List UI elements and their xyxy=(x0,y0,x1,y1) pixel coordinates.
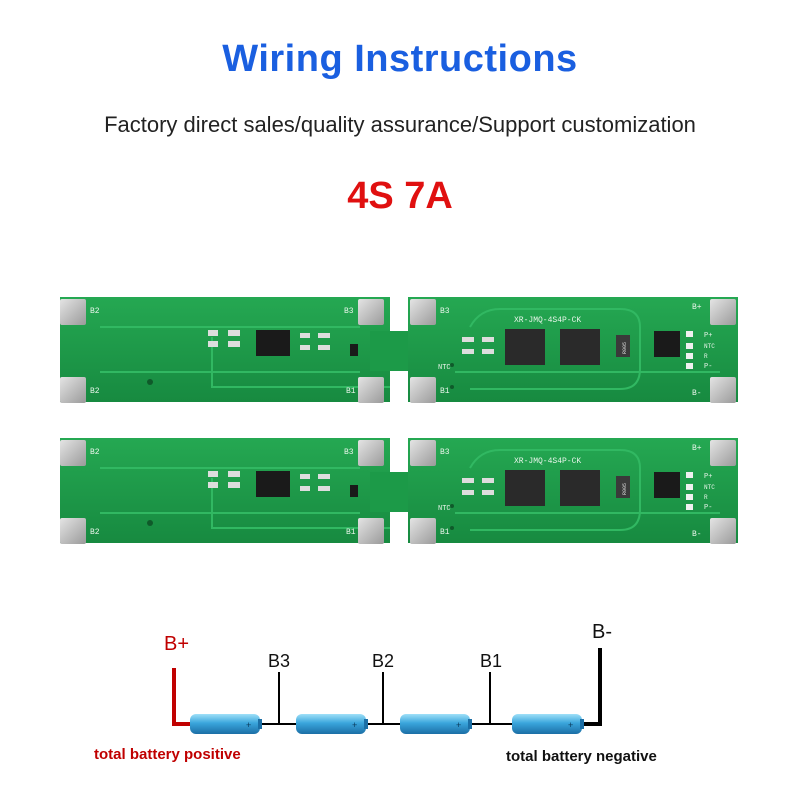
pad-label-b2: B2 xyxy=(90,528,100,537)
label-b2: B2 xyxy=(372,651,394,671)
conn-label-ntc: NTC xyxy=(704,343,715,350)
conn-label-pminus: P- xyxy=(704,504,712,512)
svg-text:+: + xyxy=(456,720,461,730)
pad-label-ntc: NTC xyxy=(438,364,451,372)
pad-label-b1: B1 xyxy=(440,387,450,396)
svg-text:+: + xyxy=(246,720,251,730)
negative-caption: total battery negative xyxy=(506,748,657,765)
board-model-label: XR-JMQ-4S4P-CK xyxy=(514,457,581,466)
pad-label-bplus: B+ xyxy=(692,444,702,453)
pcb-board-bottom: XR-JMQ-4S4P-CK B2 B2 B3 B3 B1 B1 NTC B+ … xyxy=(59,437,739,545)
svg-text:+: + xyxy=(568,720,573,730)
spec-label: 4S 7A xyxy=(347,175,453,217)
resistor-label: R005 xyxy=(622,342,628,354)
pad-label-b1: B1 xyxy=(346,387,356,396)
pad-label-b1: B1 xyxy=(440,528,450,537)
pad-label-bminus: B- xyxy=(692,389,702,398)
svg-text:+: + xyxy=(352,720,357,730)
pad-label-b3: B3 xyxy=(344,448,354,457)
conn-label-pplus: P+ xyxy=(704,473,712,481)
pad-label-b2: B2 xyxy=(90,307,100,316)
battery-cell: + xyxy=(296,714,368,734)
pcb-board-top: XR-JMQ-4S4P-CK B2 B2 B3 B3 B1 B1 NTC B+ … xyxy=(59,296,739,404)
label-b-plus: B+ xyxy=(164,633,189,655)
pad-label-b3: B3 xyxy=(344,307,354,316)
pad-label-b3: B3 xyxy=(440,448,450,457)
conn-label-r: R xyxy=(704,353,708,360)
pad-label-b3: B3 xyxy=(440,307,450,316)
board-model-label: XR-JMQ-4S4P-CK xyxy=(514,316,581,325)
positive-wire xyxy=(172,668,190,726)
page-subtitle: Factory direct sales/quality assurance/S… xyxy=(104,112,696,137)
page-title: Wiring Instructions xyxy=(222,38,578,80)
label-b3: B3 xyxy=(268,651,290,671)
resistor-label: R005 xyxy=(622,483,628,495)
positive-caption: total battery positive xyxy=(94,746,241,763)
label-b-minus: B- xyxy=(592,621,612,643)
battery-cell: + xyxy=(400,714,472,734)
negative-wire xyxy=(582,648,602,726)
battery-cell: + xyxy=(190,714,262,734)
battery-cell: + xyxy=(512,714,584,734)
pad-label-b2: B2 xyxy=(90,387,100,396)
conn-label-ntc: NTC xyxy=(704,484,715,491)
conn-label-pminus: P- xyxy=(704,363,712,371)
pad-label-bminus: B- xyxy=(692,530,702,539)
conn-label-r: R xyxy=(704,494,708,501)
pad-label-bplus: B+ xyxy=(692,303,702,312)
conn-label-pplus: P+ xyxy=(704,332,712,340)
wiring-diagram: + + + + B+ B3 B2 B1 B- xyxy=(164,621,612,734)
label-b1: B1 xyxy=(480,651,502,671)
pad-label-b2: B2 xyxy=(90,448,100,457)
pad-label-b1: B1 xyxy=(346,528,356,537)
pad-label-ntc: NTC xyxy=(438,505,451,513)
